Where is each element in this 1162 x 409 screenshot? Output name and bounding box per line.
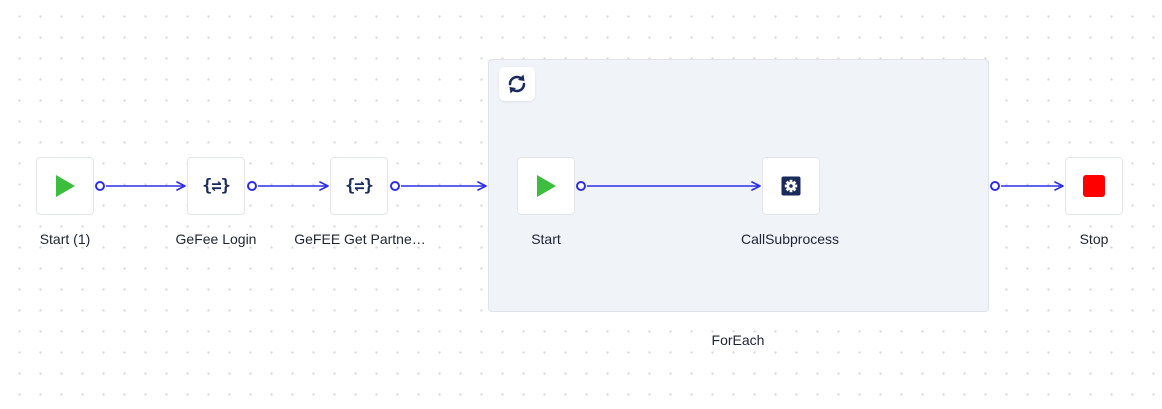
call-subprocess-label: CallSubprocess xyxy=(740,231,840,247)
gefee-login-label: GeFee Login xyxy=(175,231,257,247)
start-node-label: Start (1) xyxy=(39,231,91,247)
gefee-get-partner-label: GeFEE Get Partne… xyxy=(294,231,426,247)
gefee-get-partner-output-port[interactable] xyxy=(390,181,400,191)
call-subprocess-node[interactable] xyxy=(762,157,820,215)
gefee-login-node[interactable]: {⇌} xyxy=(187,157,245,215)
loop-arrows-icon[interactable] xyxy=(499,67,535,101)
braces-transform-icon: {⇌} xyxy=(202,176,231,196)
gear-box-icon xyxy=(781,176,801,196)
inner-start-node[interactable] xyxy=(517,157,575,215)
foreach-label: ForEach xyxy=(711,332,765,348)
braces-transform-icon: {⇌} xyxy=(345,176,374,196)
inner-start-output-port[interactable] xyxy=(576,181,586,191)
start-node[interactable] xyxy=(36,157,94,215)
gefee-login-output-port[interactable] xyxy=(247,181,257,191)
inner-start-label: Start xyxy=(531,231,561,247)
stop-square-icon xyxy=(1083,175,1105,197)
stop-node-label: Stop xyxy=(1079,231,1109,247)
gefee-get-partner-node[interactable]: {⇌} xyxy=(330,157,388,215)
stop-node[interactable] xyxy=(1065,157,1123,215)
start-output-port[interactable] xyxy=(95,181,105,191)
play-icon xyxy=(537,175,556,197)
foreach-output-port[interactable] xyxy=(990,181,1000,191)
play-icon xyxy=(56,175,75,197)
